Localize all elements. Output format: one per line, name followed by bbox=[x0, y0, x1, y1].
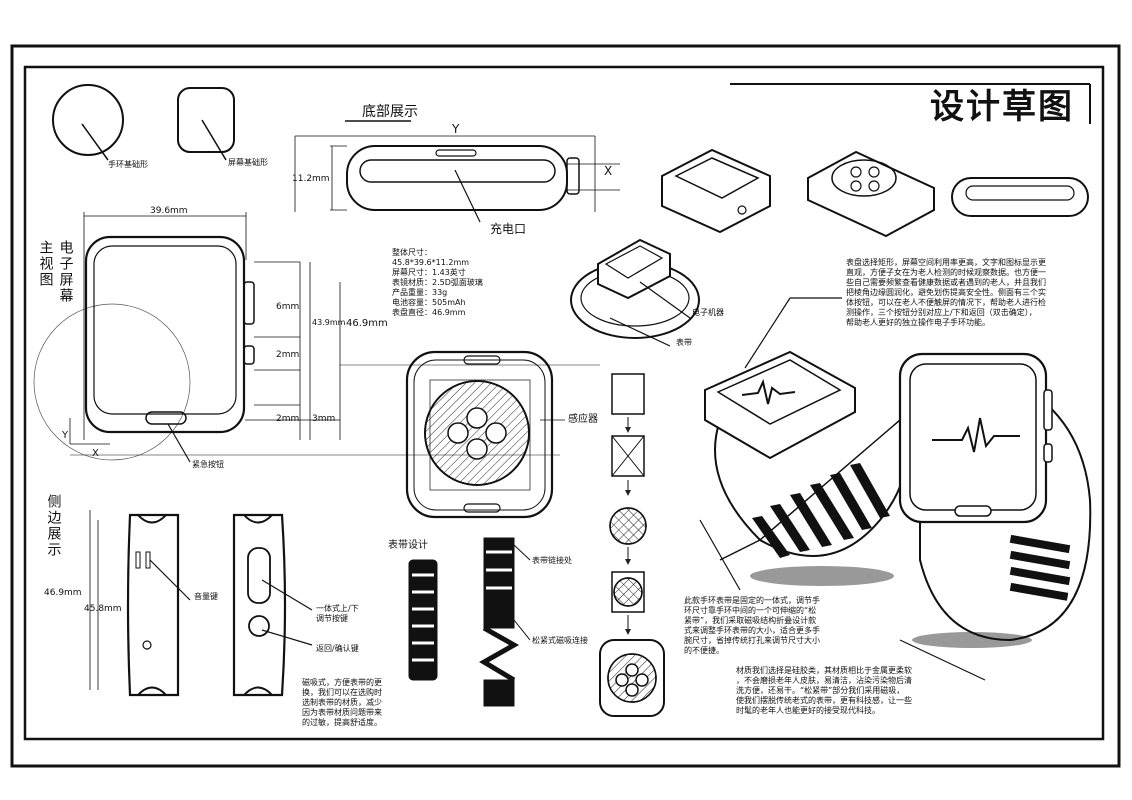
process-steps bbox=[599, 373, 665, 717]
screen-basic-shape bbox=[177, 87, 235, 161]
large-watch-rendering bbox=[699, 297, 1092, 681]
perspective-watch-bracelet bbox=[570, 238, 700, 347]
material-description: 材质我们选择是硅胶类，其材质相比于金属更柔软 ，不会磨损老年人皮肤，易清洁，沾染… bbox=[736, 666, 912, 715]
main-gap-2mm-b: 2mm bbox=[276, 414, 300, 424]
strap-design-label: 表带设计 bbox=[388, 540, 428, 551]
perspective-watch-back bbox=[807, 150, 935, 238]
dial-description: 表盘选择矩形，屏幕空间利用率更高，文字和图标显示更 直观，方便子女在为老人检测的… bbox=[846, 258, 1046, 327]
main-axis-x: X bbox=[92, 448, 99, 459]
charge-port-label: 充电口 bbox=[490, 222, 527, 236]
bracelet-basic-shape bbox=[52, 84, 124, 161]
spec-list: 整体尺寸： 45.8*39.6*11.2mm 屏幕尺寸：1.43英寸 表镜材质：… bbox=[392, 248, 483, 318]
strap-design-drawing bbox=[408, 537, 531, 707]
strap-elastic-label: 松紧式磁吸连接 bbox=[532, 636, 588, 645]
bottom-axis-x: X bbox=[604, 164, 613, 178]
main-width-dim: 39.6mm bbox=[150, 206, 188, 216]
main-gap-3mm: 3mm bbox=[312, 414, 336, 424]
outer-frame bbox=[10, 44, 1121, 768]
spec-item: 屏幕尺寸：1.43英寸 bbox=[392, 268, 466, 277]
inner-frame bbox=[23, 65, 1105, 741]
bottom-view-label: 底部展示 bbox=[362, 104, 418, 120]
electronic-core-label: 电子机器 bbox=[692, 308, 724, 317]
perspective-watch-front bbox=[661, 148, 771, 234]
side-view-drawing bbox=[89, 510, 313, 697]
bottom-height-dim: 11.2mm bbox=[292, 174, 330, 184]
spec-item: 电池容量：505mAh bbox=[392, 298, 466, 307]
strap-joint-label: 表带链接处 bbox=[532, 556, 572, 565]
bracelet-shape-label: 手环基础形 bbox=[108, 160, 148, 169]
spec-item: 整体尺寸： bbox=[392, 248, 432, 257]
main-height-dim: 46.9mm bbox=[346, 318, 388, 329]
main-gap-2mm-a: 2mm bbox=[276, 350, 300, 360]
main-gap-6mm: 6mm bbox=[276, 302, 300, 312]
emergency-button-label: 紧急按钮 bbox=[192, 460, 224, 469]
updown-key-label: 一体式上/下 调节按键 bbox=[316, 604, 359, 623]
bottom-axis-y: Y bbox=[452, 122, 460, 136]
volume-key-label: 音量键 bbox=[194, 592, 218, 601]
strap-fixed-description: 此款手环表带是固定的一体式，调节手 环尺寸靠手环中间的一个可伸缩的“松 紧带”，… bbox=[684, 596, 820, 655]
spec-item: 产品重量：33g bbox=[392, 288, 448, 297]
side-view-label: 侧边展示 bbox=[45, 494, 62, 558]
side-dim-inner: 45.8mm bbox=[84, 604, 122, 614]
return-key-label: 返回/确认键 bbox=[316, 644, 359, 653]
main-view-label-1: 主视图 bbox=[37, 240, 54, 288]
sensor-label: 感应器 bbox=[568, 414, 598, 425]
magnetic-note: 磁吸式，方便表带的更 换，我们可以在选购时 选制表带的材质，减少 因为表带材质问… bbox=[302, 678, 382, 727]
screen-shape-label: 屏幕基础形 bbox=[228, 158, 268, 167]
bottom-view-drawing bbox=[294, 120, 620, 223]
page-title: 设计草图 bbox=[930, 87, 1074, 127]
main-screen-dim: 43.9mm bbox=[312, 318, 346, 327]
side-dim-outer: 46.9mm bbox=[44, 588, 82, 598]
spec-item: 表盘直径：46.9mm bbox=[392, 308, 466, 317]
main-axis-y: Y bbox=[62, 430, 69, 441]
strap-label: 表带 bbox=[676, 338, 692, 347]
spec-item: 表镜材质：2.5D弧面玻璃 bbox=[392, 278, 483, 287]
back-view-drawing bbox=[70, 350, 600, 519]
main-view-drawing bbox=[33, 212, 341, 463]
main-view-label-2: 电子屏幕 bbox=[57, 240, 74, 304]
spec-item: 45.8*39.6*11.2mm bbox=[392, 258, 470, 267]
perspective-watch-side bbox=[951, 177, 1089, 217]
